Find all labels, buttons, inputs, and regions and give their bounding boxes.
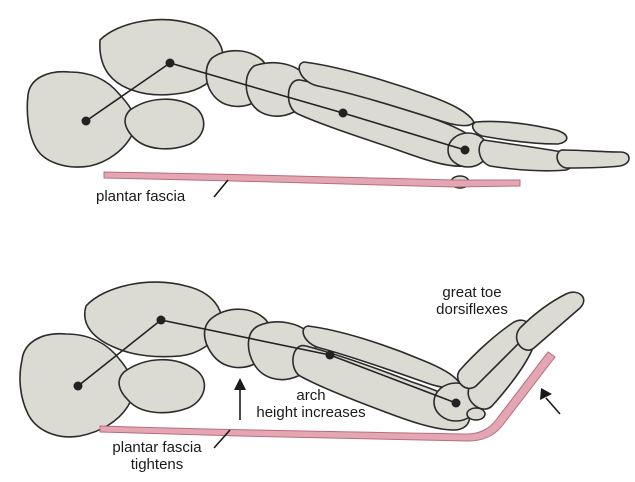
toe-dorsiflex-arrow (540, 388, 560, 414)
bottom-fascia-label-line2: tightens (100, 456, 214, 473)
bottom-distal-phalanx (517, 292, 584, 350)
toe-dorsiflex-label-line2: dorsiflexes (420, 301, 524, 318)
top-node-midfoot (339, 109, 348, 118)
top-foot (27, 20, 629, 188)
bottom-fascia-label: plantar fascia tightens (100, 439, 214, 473)
top-fascia-pointer (214, 180, 228, 197)
top-node-talus (166, 59, 175, 68)
bottom-node-calcaneus (74, 382, 83, 391)
toe-dorsiflex-label-line1: great toe (420, 284, 524, 301)
top-node-mtp (461, 146, 470, 155)
top-cuboid (125, 99, 204, 149)
arch-height-label-line2: height increases (246, 404, 376, 421)
top-talus (100, 20, 223, 95)
top-plantar-fascia-band (104, 172, 520, 187)
bottom-cuboid (119, 360, 204, 413)
top-calcaneus (27, 72, 135, 167)
top-node-calcaneus (82, 117, 91, 126)
toe-dorsiflex-label: great toe dorsiflexes (420, 284, 524, 318)
bottom-node-mtp (452, 399, 461, 408)
top-fascia-label: plantar fascia (96, 188, 185, 205)
arch-up-arrow (234, 378, 246, 420)
bottom-fascia-label-line1: plantar fascia (100, 439, 214, 456)
arch-height-label-line1: arch (246, 387, 376, 404)
bottom-sesamoid (467, 408, 485, 420)
top-distal-phalanx (557, 150, 629, 168)
arch-height-label: arch height increases (246, 387, 376, 421)
bottom-node-midfoot (326, 351, 335, 360)
bottom-node-talus (157, 316, 166, 325)
